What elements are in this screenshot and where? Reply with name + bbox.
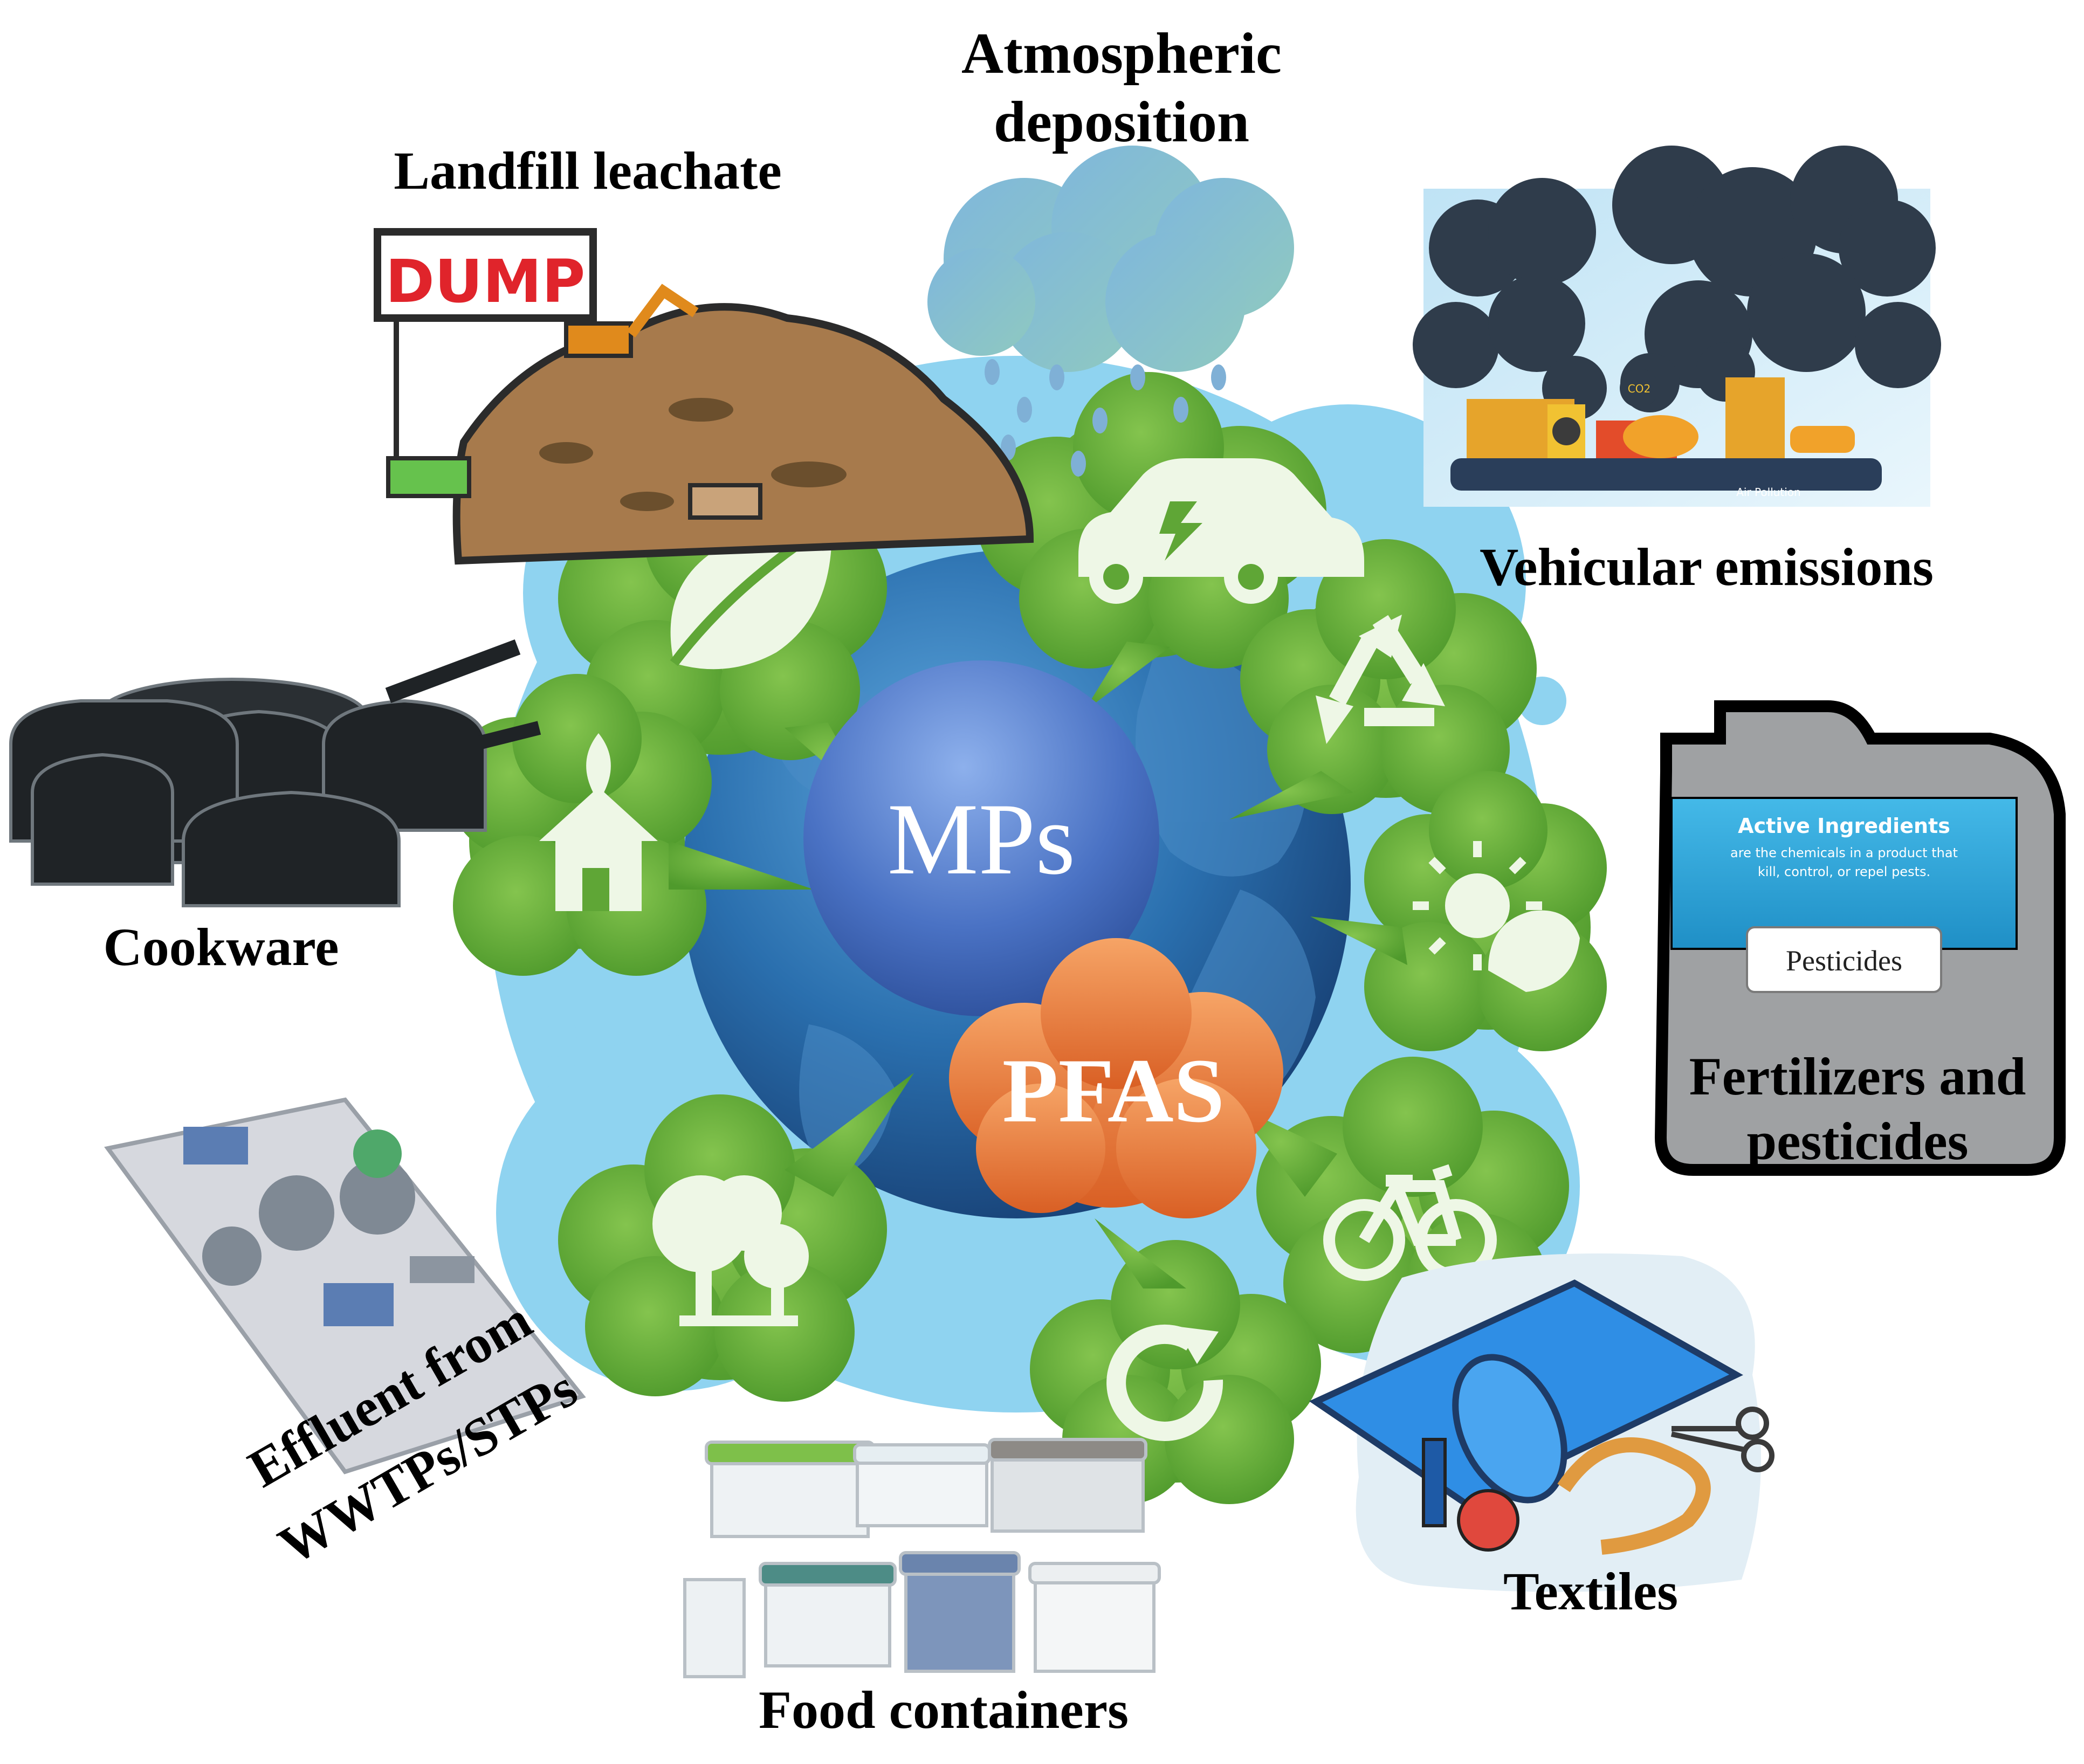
measuring-tape xyxy=(1557,1437,1711,1555)
landfill-leachate-source: Landfill leachate DUMP xyxy=(374,141,1034,565)
fertilizers-label-line1: Fertilizers and xyxy=(1689,1046,2026,1106)
textiles-label: Textiles xyxy=(1503,1561,1678,1621)
pfas-cloud xyxy=(949,938,1283,1218)
co2-badge: CO2 xyxy=(1628,382,1650,395)
pin-cushion xyxy=(1457,1489,1519,1552)
central-illustration: MPs PFAS xyxy=(448,356,1607,1504)
scissors-icon xyxy=(1670,1407,1775,1472)
atmospheric-label-line1: Atmospheric xyxy=(961,22,1282,86)
pesticide-jug: Active Ingredients are the chemicals in … xyxy=(1654,700,2066,1176)
atmospheric-label-line2: deposition xyxy=(994,90,1249,154)
jug-heading: Active Ingredients xyxy=(1738,814,1950,838)
cookware-source: Cookware xyxy=(9,639,541,977)
recycle-icon xyxy=(1316,615,1445,744)
atmospheric-deposition-source: Atmospheric deposition xyxy=(927,22,1294,477)
fabric-roll xyxy=(1309,1279,1743,1508)
rain-cloud-icon xyxy=(927,146,1294,477)
electric-car-icon xyxy=(1078,458,1364,604)
vehicular-emissions-source: CO2 Air Pollution Vehicular emissions xyxy=(1413,146,1941,597)
air-pollution-tag: Air Pollution xyxy=(1736,486,1801,499)
thread-spool xyxy=(1422,1438,1447,1527)
mps-label: MPs xyxy=(888,783,1076,896)
tree-icon xyxy=(652,1175,809,1326)
dump-sign-text: DUMP xyxy=(386,247,586,316)
food-containers-source: Food containers xyxy=(683,1438,1161,1740)
eco-house-icon xyxy=(539,733,658,911)
fertilizers-label-line2: pesticides xyxy=(1746,1111,1968,1171)
sun-cloud-icon xyxy=(1413,841,1580,992)
food-containers-label: Food containers xyxy=(759,1680,1129,1740)
cookware-label: Cookware xyxy=(103,917,339,977)
pfas-label: PFAS xyxy=(1002,1040,1225,1141)
mps-bubble xyxy=(803,660,1159,1016)
textiles-source: Textiles xyxy=(1309,1253,1775,1621)
landfill-label: Landfill leachate xyxy=(394,141,781,201)
refresh-icon xyxy=(1106,1324,1223,1441)
cookware-illustration xyxy=(9,639,541,907)
fertilizers-pesticides-source: Active Ingredients are the chemicals in … xyxy=(1654,700,2066,1176)
dump-illustration: DUMP xyxy=(374,228,1034,565)
containers-illustration xyxy=(683,1438,1161,1678)
vehicular-label: Vehicular emissions xyxy=(1480,537,1934,597)
pesticides-tag: Pesticides xyxy=(1786,945,1902,977)
jug-desc-line1: are the chemicals in a product that xyxy=(1730,845,1958,860)
jug-desc-line2: kill, control, or repel pests. xyxy=(1758,864,1930,879)
